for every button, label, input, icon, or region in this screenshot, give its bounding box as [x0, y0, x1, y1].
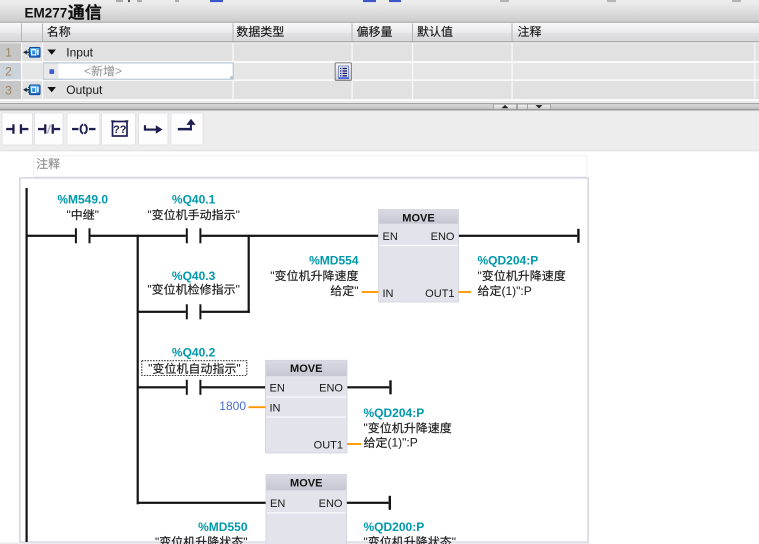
- svg-text:(1)":P: (1)":P: [502, 284, 532, 298]
- svg-text:": ": [147, 208, 151, 222]
- svg-text:3: 3: [5, 83, 12, 97]
- svg-text:??: ??: [113, 124, 127, 136]
- svg-text:MOVE: MOVE: [402, 212, 434, 224]
- svg-text:": ": [155, 535, 159, 544]
- svg-text:": ": [147, 283, 151, 297]
- svg-text:": ": [270, 269, 274, 283]
- svg-text:ENO: ENO: [431, 231, 455, 243]
- svg-text:": ": [354, 284, 358, 298]
- svg-text:>: >: [115, 64, 122, 78]
- svg-text:1800: 1800: [219, 399, 246, 413]
- svg-text:%QD200:P: %QD200:P: [364, 520, 425, 534]
- svg-text:": ": [66, 208, 70, 222]
- svg-text:1: 1: [5, 46, 12, 60]
- svg-text:MOVE: MOVE: [290, 363, 322, 375]
- svg-text:%Q40.3: %Q40.3: [172, 269, 216, 283]
- svg-text:": ": [478, 269, 482, 283]
- svg-text:Input: Input: [66, 46, 93, 60]
- svg-text:IN: IN: [270, 402, 281, 414]
- svg-text:EN: EN: [383, 231, 398, 243]
- svg-text:ENO: ENO: [319, 498, 343, 510]
- svg-text:ENO: ENO: [319, 383, 343, 395]
- svg-text:%M549.0: %M549.0: [57, 193, 108, 207]
- svg-text:(1)":P: (1)":P: [388, 436, 418, 450]
- svg-text:%MD554: %MD554: [309, 253, 359, 267]
- svg-text:": ": [452, 535, 456, 544]
- svg-text:EM277: EM277: [25, 6, 68, 21]
- svg-text:OUT1: OUT1: [314, 439, 343, 451]
- svg-text:Output: Output: [66, 83, 103, 97]
- svg-text:<: <: [84, 64, 91, 78]
- svg-text:MOVE: MOVE: [290, 477, 322, 489]
- svg-text:": ": [364, 535, 368, 544]
- svg-text:%MD550: %MD550: [198, 520, 248, 534]
- svg-text:": ": [236, 208, 240, 222]
- svg-text:%Q40.2: %Q40.2: [172, 345, 216, 359]
- svg-text:OUT1: OUT1: [425, 288, 454, 300]
- svg-text:": ": [364, 421, 368, 435]
- svg-text:%Q40.1: %Q40.1: [172, 193, 216, 207]
- svg-text:%QD204:P: %QD204:P: [478, 253, 539, 267]
- svg-text:": ": [148, 362, 152, 376]
- svg-text:EN: EN: [270, 383, 285, 395]
- svg-text:%QD204:P: %QD204:P: [364, 406, 425, 420]
- svg-text:EN: EN: [270, 498, 285, 510]
- svg-text:": ": [236, 362, 240, 376]
- svg-text:": ": [95, 208, 99, 222]
- svg-text:IN: IN: [383, 288, 394, 300]
- svg-text:": ": [243, 535, 247, 544]
- svg-text:": ": [236, 283, 240, 297]
- svg-text:2: 2: [5, 64, 12, 78]
